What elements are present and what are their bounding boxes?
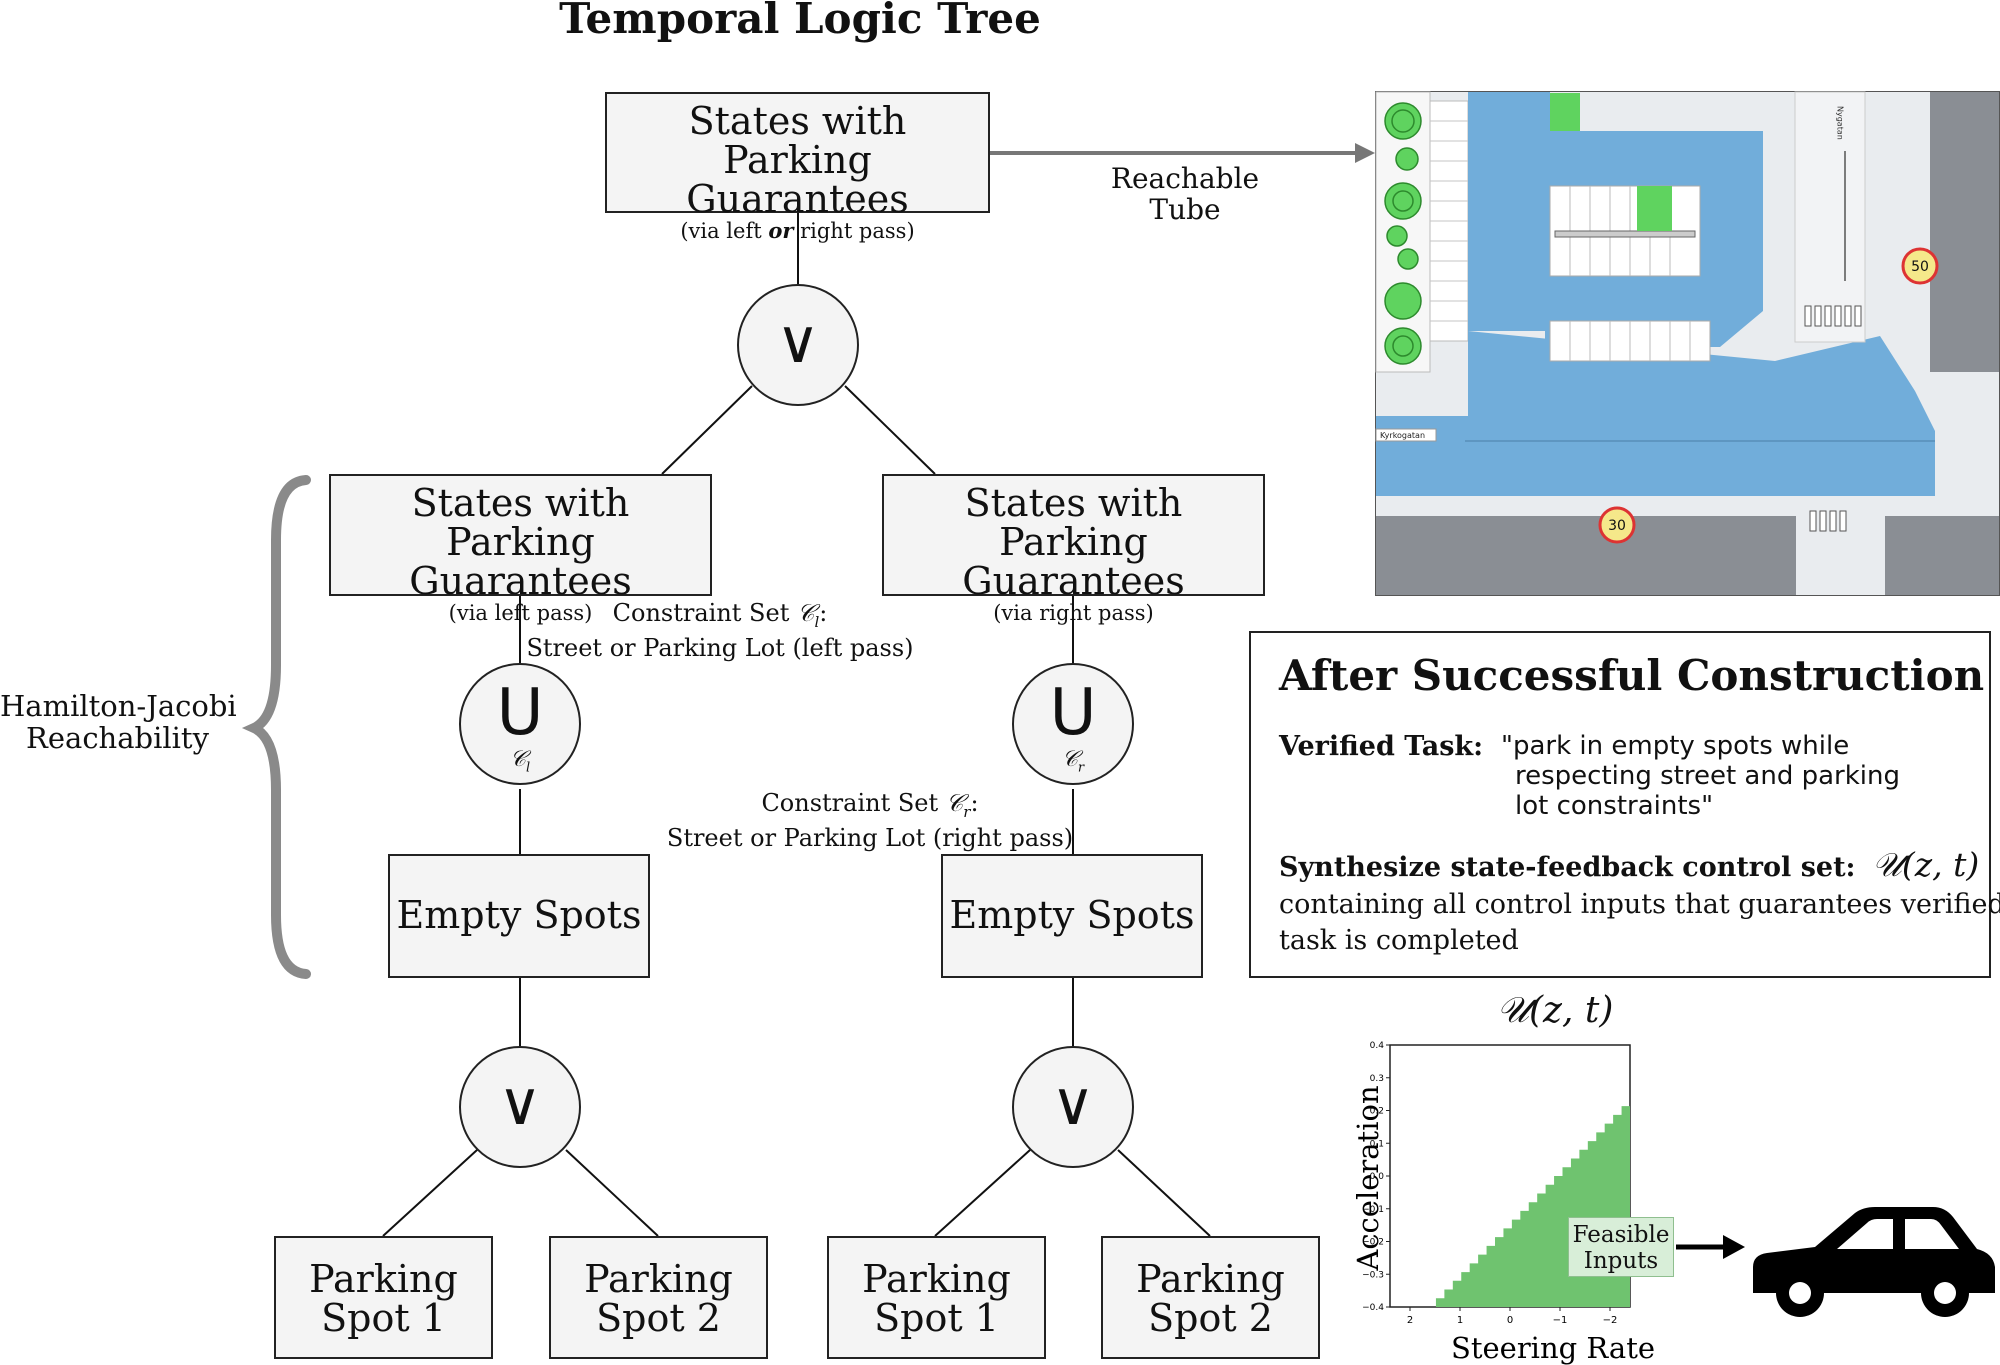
synthesize-label: Synthesize state-feedback control set: 𝒰… — [1279, 845, 1980, 884]
y-tick-label: 0.4 — [1370, 1041, 1385, 1051]
map-street-west: Kyrkogatan — [1380, 431, 1425, 440]
root-node-line1: States with — [688, 99, 907, 143]
chart-title: 𝒰(z, t) — [1496, 990, 1614, 1031]
y-tick-label: −0.2 — [1362, 1238, 1384, 1248]
x-tick-label: 1 — [1457, 1315, 1463, 1326]
x-tick-label: 2 — [1407, 1315, 1413, 1326]
y-tick-label: −0.1 — [1362, 1205, 1384, 1215]
verified-task-text: "park in empty spots while respecting st… — [1501, 731, 1900, 821]
right-states-node: States with Parking Guarantees (via righ… — [882, 474, 1265, 625]
until-operator-left: U 𝒞l — [459, 663, 581, 785]
y-axis-label: Acceleration — [1351, 1085, 1385, 1271]
x-axis-label: Steering Rate — [1451, 1331, 1655, 1365]
right-empty-spots-node: Empty Spots — [941, 854, 1203, 978]
y-tick-label: 0.1 — [1370, 1139, 1384, 1149]
left-parking-spot-1: Parking Spot 1 — [274, 1236, 493, 1359]
right-parking-spot-1: Parking Spot 1 — [827, 1236, 1046, 1359]
left-parking-spot-2: Parking Spot 2 — [549, 1236, 768, 1359]
synthesize-description: containing all control inputs that guara… — [1279, 889, 2000, 956]
left-constraint-label: Constraint Set 𝒞l: Street or Parking Lot… — [526, 599, 914, 662]
right-parking-spot-2: Parking Spot 2 — [1101, 1236, 1320, 1359]
x-tick-label: 0 — [1507, 1315, 1513, 1326]
y-tick-label: 0.3 — [1370, 1074, 1384, 1084]
root-node-line2: Parking Guarantees — [686, 138, 909, 221]
y-tick-label: −0.4 — [1362, 1303, 1384, 1313]
page-title: Temporal Logic Tree — [559, 0, 1041, 43]
construction-box: After Successful Construction Verified T… — [1249, 631, 2000, 978]
construction-title: After Successful Construction — [1279, 651, 1985, 700]
y-tick-label: 0.2 — [1370, 1107, 1384, 1117]
parking-map: Nygatan Kyrkogatan 50 30 — [1375, 91, 2000, 596]
map-speed-sign-50: 50 — [1911, 259, 1929, 275]
until-operator-right: U 𝒞r — [1012, 663, 1134, 785]
x-tick-label: −1 — [1553, 1315, 1568, 1326]
left-states-node: States with Parking Guarantees (via left… — [329, 474, 712, 625]
left-empty-spots-node: Empty Spots — [388, 854, 650, 978]
car-icon — [1753, 1207, 1995, 1317]
feasible-inputs-label: Feasible Inputs — [1568, 1217, 1674, 1277]
verified-task-label: Verified Task: — [1279, 731, 1484, 762]
y-tick-label: 0.0 — [1370, 1172, 1385, 1182]
map-speed-sign-30: 30 — [1608, 518, 1626, 534]
root-node-subtitle: (via left or right pass) — [680, 218, 915, 244]
or-operator-root: ∨ — [737, 284, 859, 406]
y-tick-label: −0.3 — [1362, 1270, 1384, 1280]
map-street-north: Nygatan — [1836, 106, 1845, 140]
root-node: States with Parking Guarantees (via left… — [605, 92, 990, 243]
or-operator-left: ∨ — [459, 1046, 581, 1168]
x-tick-label: −2 — [1603, 1315, 1618, 1326]
right-constraint-label: Constraint Set 𝒞r: Street or Parking Lot… — [666, 789, 1074, 852]
or-operator-right: ∨ — [1012, 1046, 1134, 1168]
